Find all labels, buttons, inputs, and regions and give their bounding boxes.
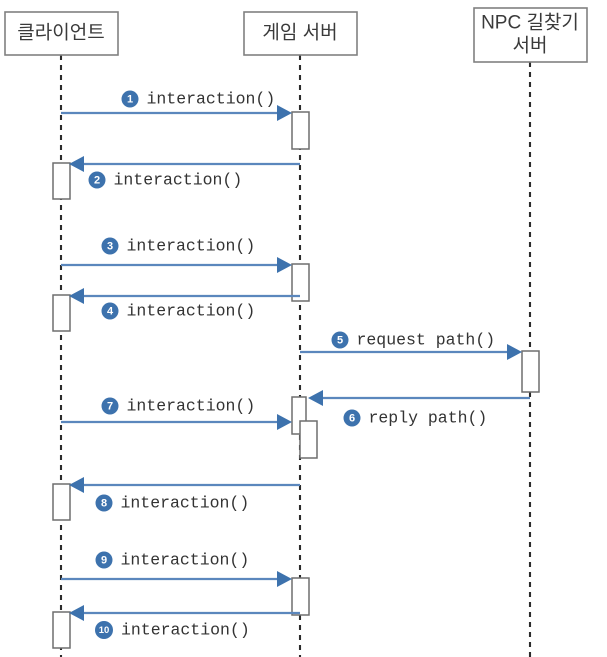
activation-bar-client[interactable] (52, 483, 71, 521)
message-arrowhead-1 (277, 105, 292, 121)
message-label-8: interaction() (121, 493, 250, 512)
message-number-text-6: 6 (349, 413, 355, 425)
lifeline-box-npc-pathfinding-server[interactable] (473, 7, 588, 63)
message-arrowhead-8 (69, 477, 84, 493)
message-label-7: interaction() (127, 396, 256, 415)
message-label-5: request path() (357, 330, 496, 349)
message-label-3: interaction() (127, 236, 256, 255)
activation-bar-client[interactable] (52, 294, 71, 332)
message-number-text-8: 8 (101, 498, 107, 510)
message-arrowhead-5 (507, 344, 522, 360)
message-label-9: interaction() (121, 550, 250, 569)
message-arrowhead-9 (277, 571, 292, 587)
messages-layer: 1 interaction() 2 interaction() 3 interaction… (61, 89, 530, 639)
message-arrowhead-4 (69, 288, 84, 304)
lifeline-game-server: 게임 서버 (243, 11, 358, 657)
message-number-text-9: 9 (101, 555, 107, 567)
activation-bar-game-server[interactable] (291, 577, 310, 616)
message-number-badge-7 (101, 397, 119, 415)
message-label-1: interaction() (147, 89, 276, 108)
lifeline-label-npc-pathfinding-server: NPC 길찾기 (481, 12, 579, 34)
message-number-text-2: 2 (94, 175, 100, 187)
message-number-text-4: 4 (107, 306, 114, 318)
message-2[interactable]: 2 interaction() (69, 156, 300, 189)
message-1[interactable]: 1 interaction() (61, 89, 292, 121)
message-number-badge-3 (101, 237, 119, 255)
activation-bar-client[interactable] (52, 611, 71, 649)
message-3[interactable]: 3 interaction() (61, 236, 292, 273)
message-number-text-1: 1 (127, 94, 133, 106)
message-9[interactable]: 9 interaction() (61, 550, 292, 587)
message-number-badge-10 (95, 621, 113, 639)
activation-bar-game-server[interactable] (299, 420, 318, 459)
message-number-badge-1 (121, 90, 139, 108)
activations-layer (52, 111, 540, 649)
message-label-4: interaction() (127, 301, 256, 320)
lifeline-label-client: 클라이언트 (17, 22, 104, 44)
message-arrowhead-2 (69, 156, 84, 172)
activation-bar-client[interactable] (52, 162, 71, 200)
message-arrowhead-6 (308, 390, 323, 406)
activation-bar-game-server[interactable] (291, 111, 310, 150)
message-label-6: reply path() (369, 408, 488, 427)
message-number-badge-8 (95, 494, 113, 512)
message-number-text-10: 10 (99, 625, 110, 636)
message-arrowhead-7 (277, 414, 292, 430)
message-number-text-7: 7 (107, 401, 113, 413)
message-arrowhead-10 (69, 605, 84, 621)
lifeline-box-client[interactable] (4, 11, 119, 56)
message-number-text-3: 3 (107, 241, 113, 253)
activation-bar-game-server[interactable] (291, 263, 310, 302)
message-label-10: interaction() (121, 620, 250, 639)
message-number-badge-6 (343, 409, 361, 427)
message-8[interactable]: 8 interaction() (69, 477, 300, 512)
message-10[interactable]: 10 interaction() (69, 605, 300, 639)
message-number-badge-4 (101, 302, 119, 320)
message-7[interactable]: 7 interaction() (61, 396, 292, 430)
message-number-badge-2 (88, 171, 106, 189)
lifeline-box-game-server[interactable] (243, 11, 358, 56)
message-number-badge-5 (331, 331, 349, 349)
message-label-2: interaction() (114, 170, 243, 189)
message-number-text-5: 5 (337, 335, 343, 347)
lifeline-label-game-server: 게임 서버 (262, 22, 337, 44)
message-4[interactable]: 4 interaction() (69, 288, 300, 320)
lifeline-label-npc-pathfinding-server: 서버 (513, 35, 548, 57)
message-6[interactable]: 6 reply path() (308, 390, 530, 427)
activation-bar-npc-pathfinding-server[interactable] (521, 350, 540, 393)
message-5[interactable]: 5 request path() (300, 330, 522, 360)
message-arrowhead-3 (277, 257, 292, 273)
lifeline-client: 클라이언트 (4, 11, 119, 657)
message-number-badge-9 (95, 551, 113, 569)
